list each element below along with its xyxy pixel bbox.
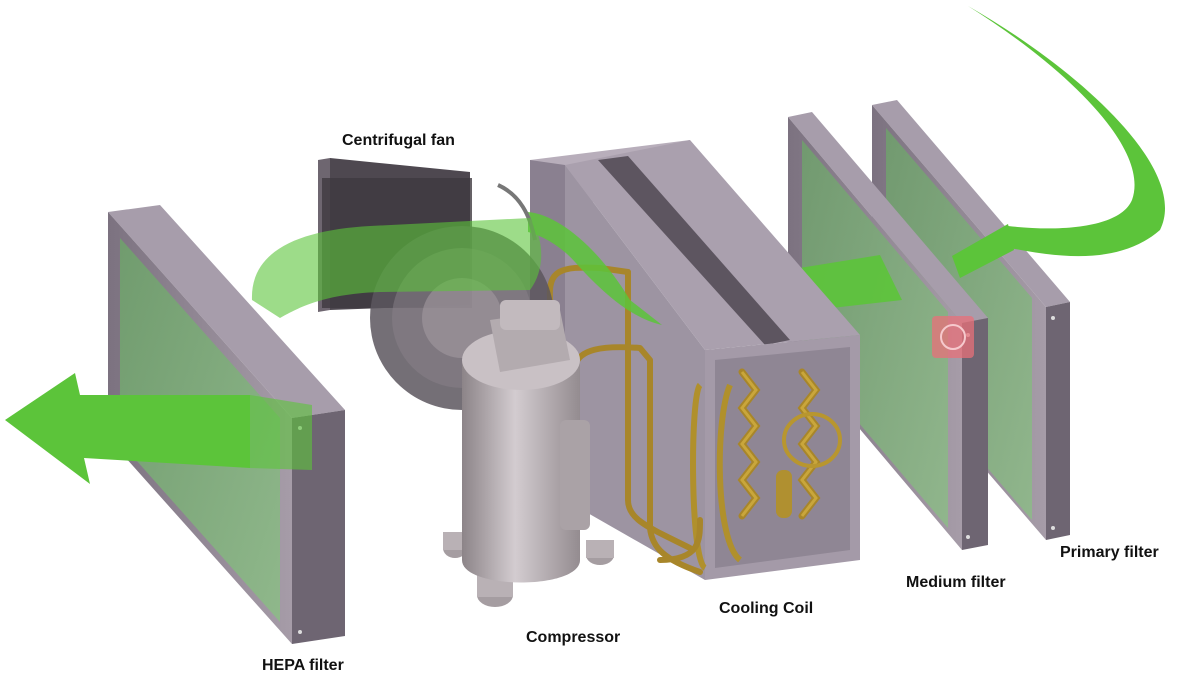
compressor-graphic	[443, 300, 614, 607]
hepa-filter-label: HEPA filter	[262, 657, 344, 674]
medium-filter-label: Medium filter	[906, 574, 1006, 591]
airflow-arrow-icon	[5, 373, 312, 484]
airflow-arrow-icon	[251, 218, 542, 318]
cooling-coil-label: Cooling Coil	[719, 600, 814, 617]
medium-filter-graphic	[788, 112, 988, 550]
airflow-arrow-icon	[528, 212, 662, 325]
zoom-cursor-icon	[932, 316, 974, 358]
centrifugal-fan-label: Centrifugal fan	[342, 132, 455, 149]
compressor-label: Compressor	[526, 629, 621, 646]
primary-filter-label: Primary filter	[1060, 544, 1159, 561]
